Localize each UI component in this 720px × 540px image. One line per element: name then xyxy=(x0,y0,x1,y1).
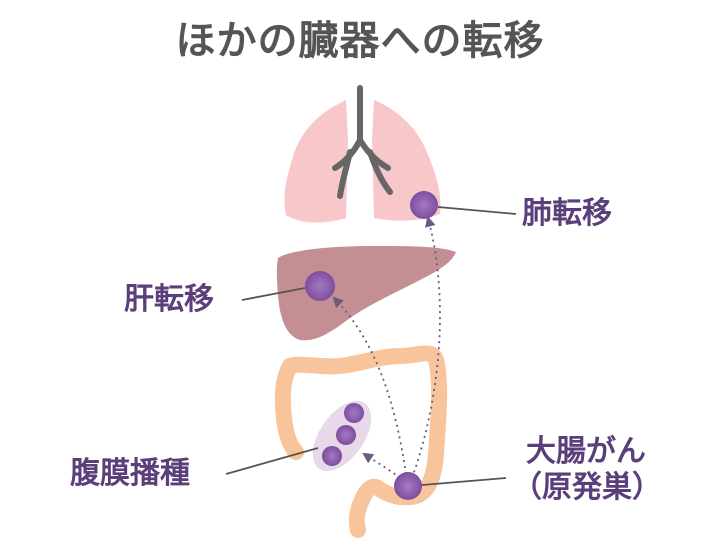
colon xyxy=(282,345,448,538)
lung-metastasis-label: 肺転移 xyxy=(522,196,612,231)
leader-peritoneum xyxy=(225,447,319,475)
primary-tumor-label-line2: （原発巣） xyxy=(512,470,662,505)
primary-tumor-label: 大腸がん （原発巣） xyxy=(512,434,662,506)
lung-tumor xyxy=(410,191,438,219)
primary-tumor-label-line1: 大腸がん xyxy=(526,434,646,469)
peritoneal-nodule xyxy=(322,446,342,466)
liver-metastasis-label: 肝転移 xyxy=(124,282,214,317)
metastasis-arrows xyxy=(332,215,441,479)
peritoneal-seeding-label: 腹膜播種 xyxy=(70,456,190,491)
tumors xyxy=(305,191,438,500)
arrow-to-peritoneum xyxy=(362,452,401,479)
leader-primary xyxy=(421,477,507,486)
liver xyxy=(276,246,456,341)
arrow-to-liver xyxy=(332,296,407,475)
leader-lines xyxy=(225,206,517,486)
peritoneal-nodule xyxy=(336,425,356,445)
leader-lung xyxy=(437,206,517,215)
primary-tumor xyxy=(394,472,422,500)
leader-liver xyxy=(241,287,306,301)
colon-ascending xyxy=(274,358,304,460)
left-lung xyxy=(284,100,348,223)
liver-tumor xyxy=(305,271,335,301)
trachea xyxy=(332,85,393,199)
peritoneal-nodule xyxy=(344,403,364,423)
page-title: ほかの臓器への転移 xyxy=(175,18,545,64)
